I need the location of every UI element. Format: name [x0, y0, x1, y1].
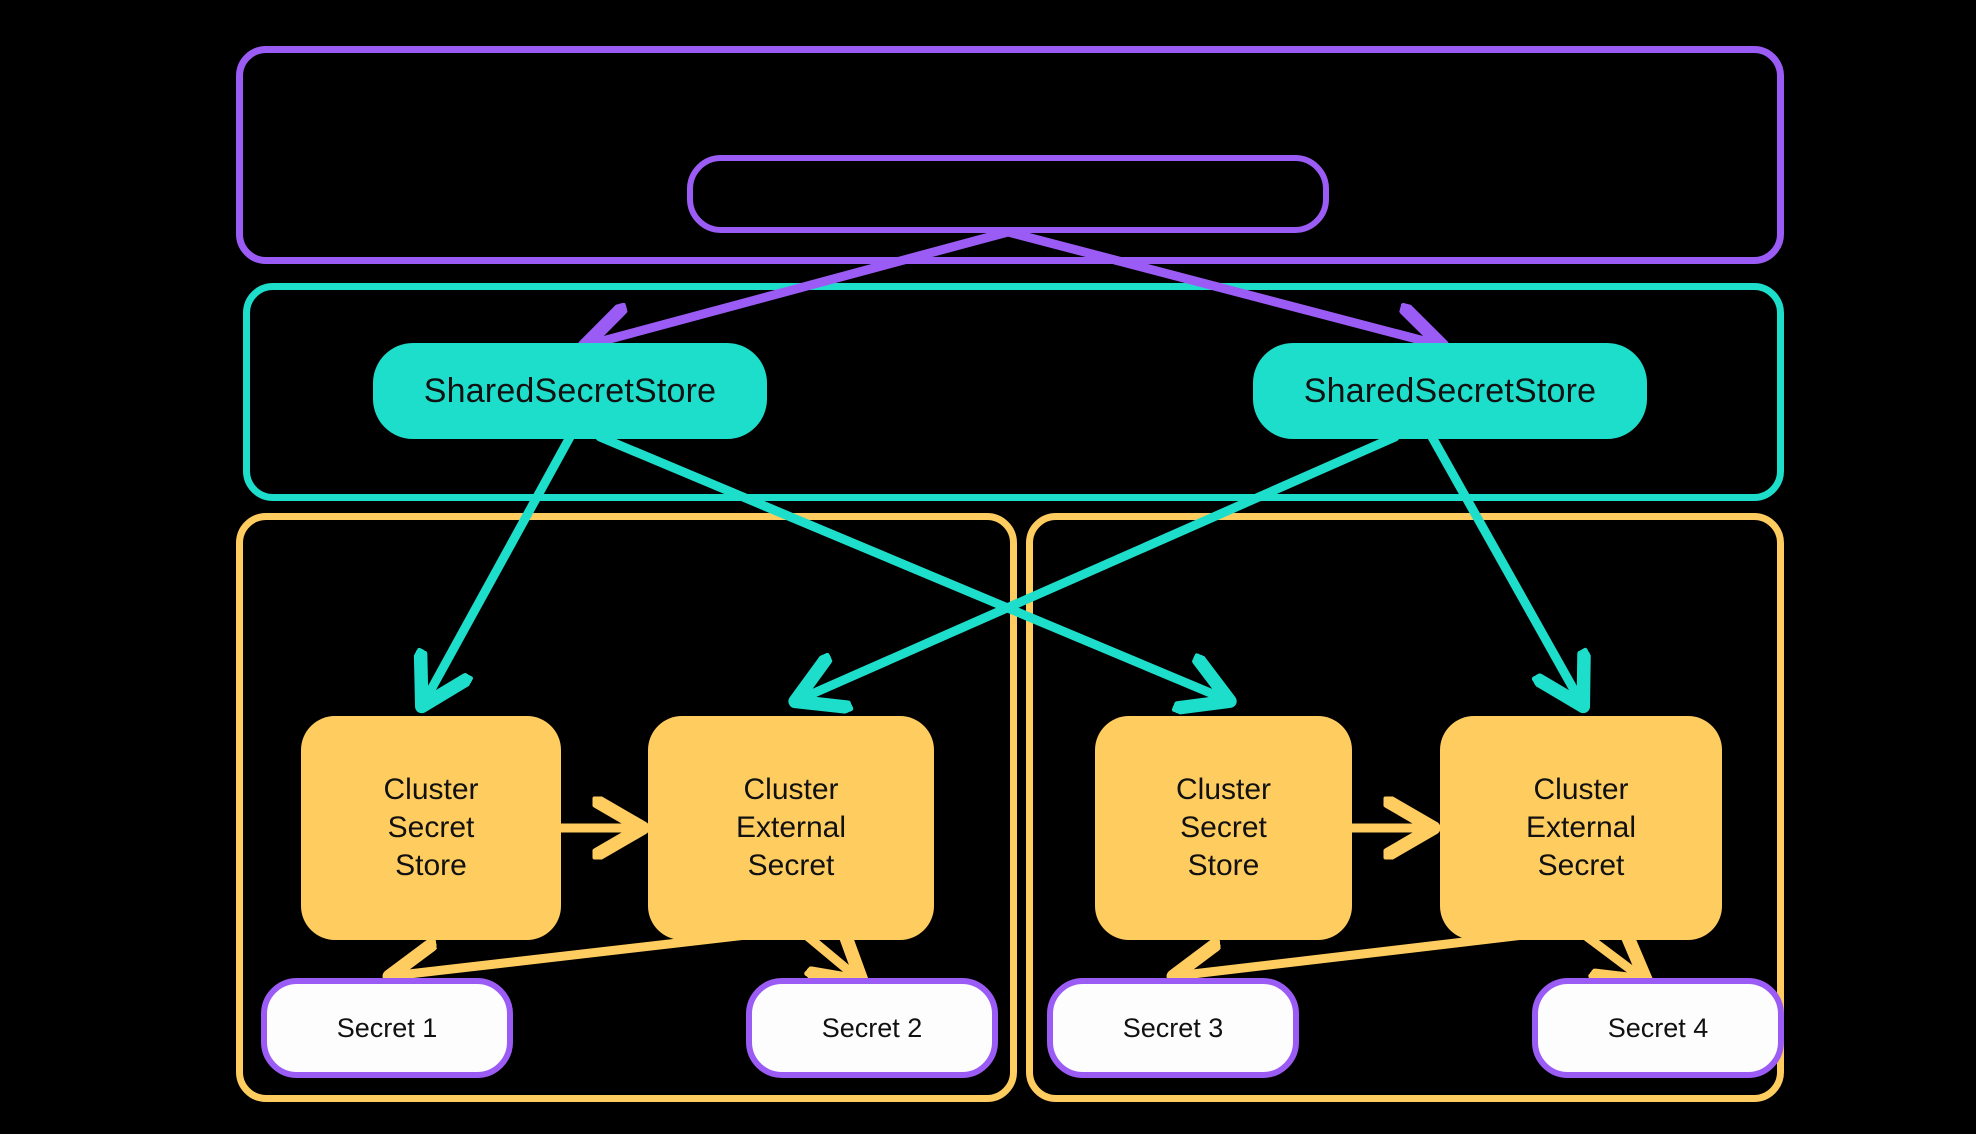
node-secret-1[interactable]: Secret 1 [261, 978, 513, 1078]
node-cluster-external-secret-left[interactable]: Cluster External Secret [648, 716, 934, 940]
node-cluster-secret-store-left[interactable]: Cluster Secret Store [301, 716, 561, 940]
node-cluster-secret-store-left-label: Cluster Secret Store [383, 773, 479, 882]
node-secret-3[interactable]: Secret 3 [1047, 978, 1299, 1078]
node-cluster-secret-store-right-label: Cluster Secret Store [1175, 773, 1272, 882]
container-namespace-right [1026, 513, 1784, 1102]
node-secret-2-label: Secret 2 [821, 1012, 923, 1043]
node-root[interactable] [687, 155, 1329, 233]
node-secret-1-label: Secret 1 [336, 1012, 438, 1043]
node-secret-2[interactable]: Secret 2 [746, 978, 998, 1078]
node-cluster-external-secret-left-label: Cluster External Secret [735, 773, 847, 882]
node-shared-secret-store-left-label: SharedSecretStore [423, 371, 717, 410]
node-cluster-external-secret-right-label: Cluster External Secret [1525, 773, 1637, 882]
node-cluster-secret-store-right[interactable]: Cluster Secret Store [1095, 716, 1352, 940]
node-secret-3-label: Secret 3 [1122, 1012, 1224, 1043]
node-shared-secret-store-left[interactable]: SharedSecretStore [373, 343, 767, 439]
node-secret-4[interactable]: Secret 4 [1532, 978, 1784, 1078]
node-shared-secret-store-right-label: SharedSecretStore [1303, 371, 1597, 410]
node-cluster-external-secret-right[interactable]: Cluster External Secret [1440, 716, 1722, 940]
node-secret-4-label: Secret 4 [1607, 1012, 1709, 1043]
node-shared-secret-store-right[interactable]: SharedSecretStore [1253, 343, 1647, 439]
